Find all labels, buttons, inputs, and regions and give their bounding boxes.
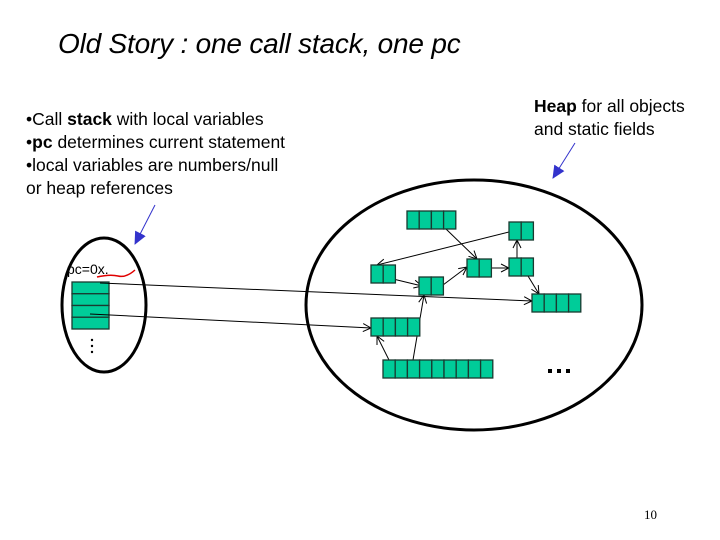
- object-field: [531, 293, 545, 313]
- object-field: [370, 317, 384, 337]
- call-stack-region: [60, 236, 148, 374]
- heap-note-line-1: Heap for all objects: [534, 95, 685, 118]
- object-field: [466, 258, 480, 278]
- slide-title: Old Story : one call stack, one pc: [58, 28, 461, 59]
- object-field: [394, 359, 409, 379]
- object-field: [555, 293, 570, 313]
- object-field: [431, 359, 445, 379]
- reference-arrow-b-to-c: [377, 231, 510, 265]
- heap-notes: Heap for all objects and static fields: [534, 95, 685, 141]
- object-field: [382, 317, 397, 337]
- object-field: [443, 359, 457, 379]
- object-field: [418, 210, 433, 230]
- object-field: [508, 221, 522, 241]
- object-field: [394, 317, 409, 337]
- object-field: [406, 317, 421, 337]
- heap-object-h: [370, 317, 421, 337]
- bullet-call-stack: •Call stack with local variables: [26, 108, 285, 131]
- heap-object-i: [382, 359, 494, 379]
- heap-region: [304, 178, 644, 432]
- reference-arrow-stack-frame-3-to-h: [89, 313, 371, 328]
- bullet-continuation: or heap references: [26, 178, 173, 198]
- pc-underline: [96, 269, 136, 278]
- object-field: [382, 264, 397, 284]
- object-field: [479, 359, 494, 379]
- object-field: [567, 293, 582, 313]
- object-field: [442, 210, 457, 230]
- bullet-text: local variables are numbers/null: [32, 155, 279, 175]
- object-field: [455, 359, 470, 379]
- heap-object-a: [406, 210, 457, 230]
- bullet-bold: pc: [32, 132, 53, 152]
- bullet-text: with local variables: [111, 109, 264, 129]
- pc-label: pc=0x.: [67, 261, 109, 277]
- heap-note-line-2: and static fields: [534, 119, 655, 139]
- bullet-mark: •: [26, 109, 33, 129]
- object-field: [430, 210, 445, 230]
- heap-object-c: [370, 264, 397, 284]
- stack-annotation-arrow: [134, 204, 156, 245]
- object-field: [406, 359, 421, 379]
- heap-object-d: [418, 276, 445, 296]
- object-field: [467, 359, 482, 379]
- stack-frame: [71, 293, 110, 307]
- stack-frame: [71, 281, 110, 295]
- bullet-mark: •: [26, 132, 33, 152]
- object-field: [543, 293, 558, 313]
- bullet-local-variables: •local variables are numbers/null: [26, 154, 285, 177]
- heap-annotation-arrow: [552, 142, 576, 179]
- bullet-text: determines current statement: [52, 132, 286, 152]
- references: [89, 228, 539, 361]
- reference-arrow-d-to-e: [442, 267, 467, 286]
- object-field: [406, 210, 420, 230]
- bullet-bold: stack: [67, 109, 112, 129]
- heap-object-b: [508, 221, 535, 241]
- stack-frame: [71, 316, 110, 330]
- object-field: [418, 359, 433, 379]
- object-field: [418, 276, 432, 296]
- heap-object-e: [466, 258, 493, 278]
- call-stack-notes: •Call stack with local variables •pc det…: [26, 108, 285, 200]
- heap-note-text: for all objects: [576, 96, 685, 116]
- heap-object-f: [508, 257, 535, 277]
- object-field: [370, 264, 384, 284]
- object-field: [430, 276, 445, 296]
- bullet-text: Call: [32, 109, 68, 129]
- object-field: [478, 258, 493, 278]
- heap-more-indicator: [548, 369, 570, 373]
- heap-object-g: [531, 293, 582, 313]
- heap-objects: [370, 210, 582, 379]
- object-field: [508, 257, 522, 277]
- bullet-mark: •: [26, 155, 33, 175]
- object-field: [520, 257, 535, 277]
- object-field: [520, 221, 535, 241]
- stack-frames: [71, 281, 110, 330]
- heap-bold: Heap: [534, 96, 577, 116]
- page-number: 10: [644, 507, 657, 522]
- reference-arrow-i-to-h: [377, 336, 390, 361]
- stack-frame: [71, 304, 110, 318]
- bullet-pc: •pc determines current statement: [26, 131, 285, 154]
- stack-more-indicator: [90, 338, 94, 354]
- object-field: [382, 359, 396, 379]
- reference-arrow-f-to-g: [527, 275, 539, 294]
- reference-arrow-stack-frame-1-to-g: [99, 282, 532, 301]
